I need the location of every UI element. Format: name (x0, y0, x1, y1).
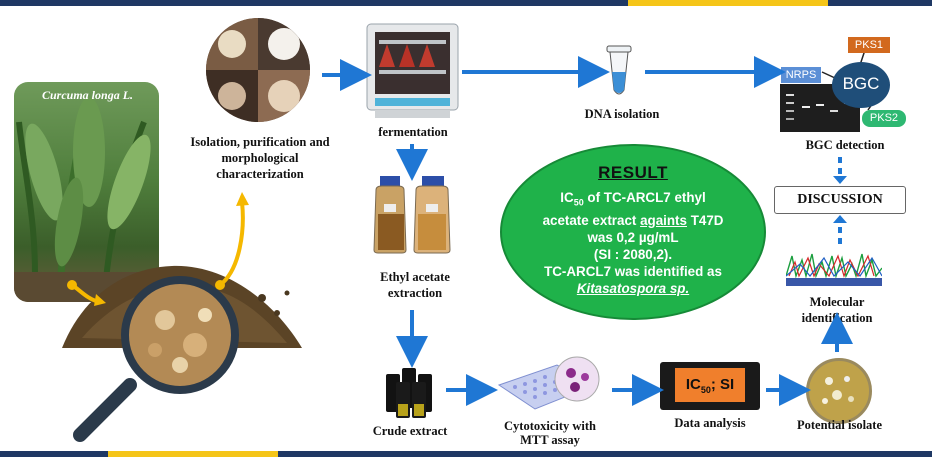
discussion-box: DISCUSSION (774, 186, 906, 214)
microtube-icon (604, 44, 634, 100)
data-analysis-label: Data analysis (674, 416, 746, 430)
ethyl-bottles-image (370, 174, 460, 254)
ethyl-label: Ethyl acetate extraction (380, 270, 450, 300)
result-line3: was 0,2 µg/mL (587, 229, 679, 245)
result-line2b: T47D (686, 212, 724, 228)
fermentation-label: fermentation (378, 125, 448, 139)
chromatogram-image (785, 250, 883, 288)
nrps-tag: NRPS (781, 67, 821, 83)
bottom-bar-gold (108, 451, 278, 457)
magnifying-glass-icon (60, 275, 260, 445)
yellow-arrows (67, 192, 249, 306)
ic50-sub: 50 (700, 385, 711, 395)
fermentation-incubator-image (365, 22, 460, 120)
result-ic: IC (560, 190, 574, 205)
crude-vials-image (382, 364, 440, 419)
result-ellipse: RESULT IC50 of TC-ARCL7 ethyl acetate ex… (500, 144, 766, 320)
ic50-rest: ; SI (710, 376, 735, 393)
bgc-detection-label: BGC detection (805, 138, 885, 152)
result-title: RESULT (598, 163, 668, 182)
isolation-plates-image (206, 18, 310, 122)
pks1-tag: PKS1 (848, 37, 890, 53)
cytotoxicity-plate-image (495, 355, 605, 417)
bottom-bar-navy (0, 451, 932, 457)
dna-label: DNA isolation (584, 107, 660, 121)
result-ic-sub: 50 (573, 197, 584, 208)
result-line1: of TC-ARCL7 ethyl (583, 190, 706, 205)
bgc-node-label: BGC (842, 74, 880, 93)
plant-label: Curcuma longa L. (42, 88, 134, 102)
cytotoxicity-label: Cytotoxicity with MTT assay (504, 419, 596, 447)
top-bar-navy (0, 0, 932, 6)
result-line2a: acetate extract (542, 212, 641, 228)
result-line5: TC-ARCL7 was identified as (544, 263, 722, 279)
result-line2u: againts (640, 212, 687, 228)
ic50-text: IC (685, 376, 701, 393)
isolation-label: Isolation, purification and morphologica… (190, 135, 330, 181)
result-body: IC50 of TC-ARCL7 ethyl acetate extract a… (502, 189, 764, 297)
potential-label: Potential isolate (796, 418, 883, 432)
result-line4: (SI : 2080,2). (593, 246, 673, 262)
bgc-node (832, 62, 890, 108)
ic50-box: IC50; SI (675, 368, 745, 402)
top-bar-gold (628, 0, 828, 6)
result-line6: Kitasatospora sp. (576, 280, 690, 296)
crude-label: Crude extract (372, 424, 448, 438)
pks2-tag: PKS2 (862, 110, 906, 127)
petri-dish-image (806, 358, 872, 424)
